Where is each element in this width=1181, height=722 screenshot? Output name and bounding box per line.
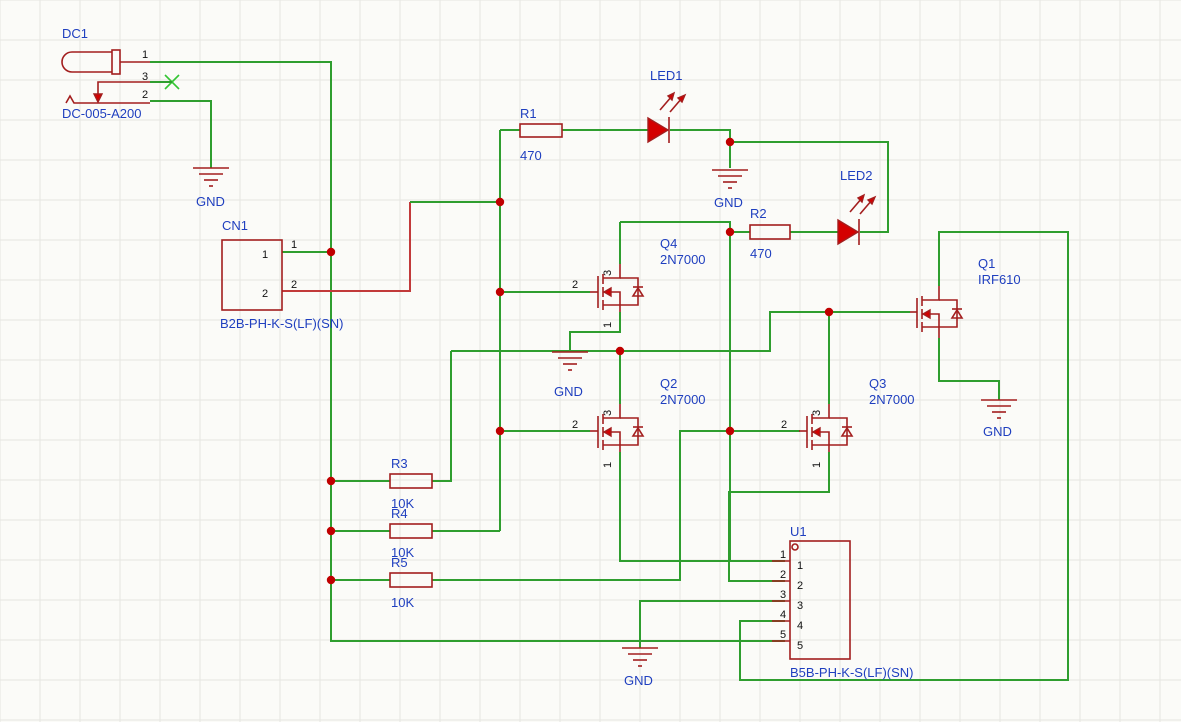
led2-ref: LED2 xyxy=(840,168,873,183)
u1-pin-5-inner: 5 xyxy=(797,640,803,652)
dc1-pin-1: 1 xyxy=(142,49,148,61)
u1-pin-2-inner: 2 xyxy=(797,580,803,592)
q3-ref: Q3 xyxy=(869,376,886,391)
q2-ref: Q2 xyxy=(660,376,677,391)
gnd-symbol-u1: GND xyxy=(622,647,658,688)
r1-ref: R1 xyxy=(520,106,537,121)
q2-mosfet[interactable]: 3 2 1 xyxy=(572,404,645,468)
gnd-label: GND xyxy=(624,673,653,688)
q4-pin-2: 2 xyxy=(572,279,578,291)
q2-pin-2: 2 xyxy=(572,419,578,431)
q2-pin-3: 3 xyxy=(602,410,614,416)
gnd-label: GND xyxy=(714,195,743,210)
r4-resistor[interactable]: R4 10K xyxy=(389,506,433,560)
q4-pin-1: 1 xyxy=(602,322,614,328)
r5-ref: R5 xyxy=(391,555,408,570)
cn1-value: B2B-PH-K-S(LF)(SN) xyxy=(220,316,344,331)
q3-pin-1: 1 xyxy=(811,462,823,468)
r5-value: 10K xyxy=(391,595,414,610)
q4-value: 2N7000 xyxy=(660,252,706,267)
q2-value: 2N7000 xyxy=(660,392,706,407)
q1-mosfet[interactable] xyxy=(910,286,964,338)
q4-mosfet[interactable]: 3 2 1 xyxy=(572,264,645,328)
r1-resistor[interactable]: R1 470 xyxy=(519,106,563,163)
dc1-value: DC-005-A200 xyxy=(62,106,142,121)
q3-mosfet[interactable]: 3 2 1 xyxy=(781,404,854,468)
cn1-pin-1: 1 xyxy=(291,239,297,251)
u1-pin-3: 3 xyxy=(780,589,786,601)
cn1-ref: CN1 xyxy=(222,218,248,233)
wires xyxy=(150,61,1069,681)
r1-value: 470 xyxy=(520,148,542,163)
light-arrow-icon xyxy=(849,193,877,215)
q2-pin-1: 1 xyxy=(602,462,614,468)
gnd-label: GND xyxy=(983,424,1012,439)
u1-pin-1-inner: 1 xyxy=(797,560,803,572)
gnd-symbol-q4: GND xyxy=(552,351,588,399)
gnd-label: GND xyxy=(196,194,225,209)
r4-value: 10K xyxy=(391,545,414,560)
led1-ref: LED1 xyxy=(650,68,683,83)
r5-resistor[interactable]: R5 10K xyxy=(389,555,433,610)
gnd-symbol-dc1: GND xyxy=(193,167,229,209)
gnd-symbol-q1: GND xyxy=(981,399,1017,439)
u1-connector[interactable]: 1 2 3 4 5 1 2 3 4 5 U1 B5B-PH-K-S(LF)(SN… xyxy=(772,524,914,680)
r3-value: 10K xyxy=(391,496,414,511)
u1-pin-1: 1 xyxy=(780,549,786,561)
u1-value: B5B-PH-K-S(LF)(SN) xyxy=(790,665,914,680)
q3-value: 2N7000 xyxy=(869,392,915,407)
q3-pin-2: 2 xyxy=(781,419,787,431)
u1-pin-2: 2 xyxy=(780,569,786,581)
q1-value: IRF610 xyxy=(978,272,1021,287)
q1-ref: Q1 xyxy=(978,256,995,271)
dc1-pin-2: 2 xyxy=(142,89,148,101)
q4-pin-3: 3 xyxy=(602,270,614,276)
r2-value: 470 xyxy=(750,246,772,261)
cn1-pin-2-inner: 2 xyxy=(262,288,268,300)
cn1-connector[interactable]: 1 2 1 2 CN1 B2B-PH-K-S(LF)(SN) xyxy=(220,218,344,331)
gnd-label: GND xyxy=(554,384,583,399)
q3-pin-3: 3 xyxy=(811,410,823,416)
junctions xyxy=(326,137,834,585)
u1-pin-5: 5 xyxy=(780,629,786,641)
cn1-pin-2: 2 xyxy=(291,279,297,291)
led2-led[interactable]: LED2 xyxy=(837,168,877,246)
dc1-jack[interactable]: 1 3 2 DC1 DC-005-A200 xyxy=(61,26,180,121)
q4-ref: Q4 xyxy=(660,236,677,251)
u1-pin-3-inner: 3 xyxy=(797,600,803,612)
gnd-symbol-led1: GND xyxy=(712,169,748,210)
r4-ref: R4 xyxy=(391,506,408,521)
dc1-ref: DC1 xyxy=(62,26,88,41)
led1-led[interactable]: LED1 xyxy=(647,68,687,144)
r2-resistor[interactable]: R2 470 xyxy=(749,206,791,261)
light-arrow-icon xyxy=(659,91,687,113)
cn1-pin-1-inner: 1 xyxy=(262,249,268,261)
u1-ref: U1 xyxy=(790,524,807,539)
dc1-pin-3: 3 xyxy=(142,71,148,83)
r2-ref: R2 xyxy=(750,206,767,221)
r3-resistor[interactable]: R3 10K xyxy=(389,456,433,511)
u1-pin-4-inner: 4 xyxy=(797,620,803,632)
u1-pin-4: 4 xyxy=(780,609,786,621)
r3-ref: R3 xyxy=(391,456,408,471)
